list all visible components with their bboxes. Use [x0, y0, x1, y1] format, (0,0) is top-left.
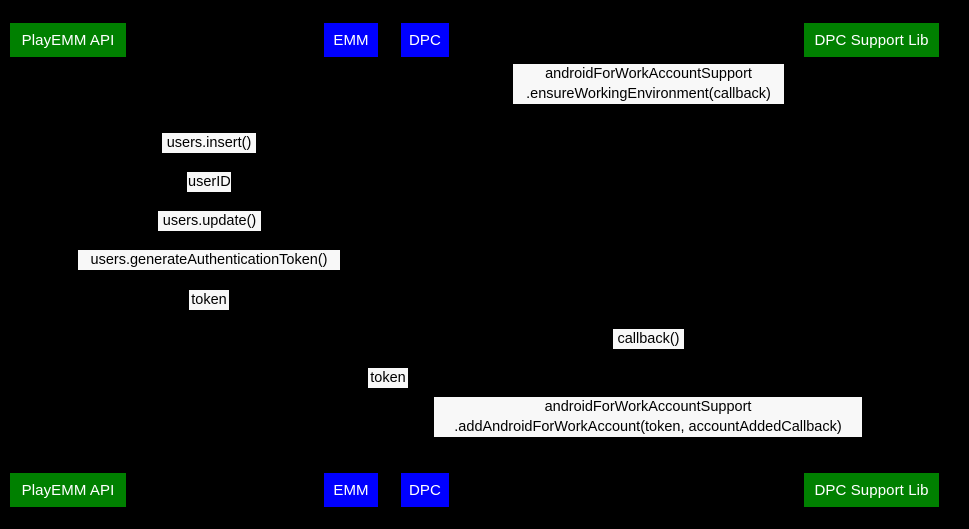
message-line: androidForWorkAccountSupport	[544, 399, 752, 415]
message-line: token	[370, 370, 406, 386]
participant-dpc[interactable]: DPC	[401, 23, 449, 57]
participant-label: DPC	[409, 481, 441, 499]
participant-emm[interactable]: EMM	[324, 23, 378, 57]
participant-label: DPC	[409, 31, 441, 49]
message-users-insert: users.insert()	[162, 133, 256, 153]
message-callback: callback()	[613, 329, 684, 349]
participant-label: DPC Support Lib	[814, 31, 929, 49]
participant-emm-bottom[interactable]: EMM	[324, 473, 378, 507]
lifeline-playemm-api	[68, 57, 69, 473]
participant-label: DPC Support Lib	[814, 481, 929, 499]
message-users-update: users.update()	[158, 211, 261, 231]
message-line: userID	[188, 174, 231, 190]
participant-label: PlayEMM API	[21, 31, 115, 49]
participant-dpc-support-lib-bottom[interactable]: DPC Support Lib	[804, 473, 939, 507]
message-line: callback()	[617, 331, 680, 347]
message-line: .addAndroidForWorkAccount(token, account…	[454, 419, 842, 435]
participant-dpc-support-lib[interactable]: DPC Support Lib	[804, 23, 939, 57]
message-ensure-working-environment: androidForWorkAccountSupport .ensureWorki…	[513, 64, 784, 104]
participant-playemm-api-bottom[interactable]: PlayEMM API	[10, 473, 126, 507]
message-line: token	[191, 292, 227, 308]
participant-label: EMM	[333, 31, 369, 49]
message-add-android-for-work-account: androidForWorkAccountSupport .addAndroidF…	[434, 397, 862, 437]
participant-label: PlayEMM API	[21, 481, 115, 499]
participant-label: EMM	[333, 481, 369, 499]
message-line: androidForWorkAccountSupport	[545, 66, 752, 82]
participant-playemm-api[interactable]: PlayEMM API	[10, 23, 126, 57]
message-line: users.generateAuthenticationToken()	[90, 252, 328, 268]
message-token-to-emm: token	[189, 290, 229, 310]
message-user-id: userID	[187, 172, 231, 192]
lifeline-emm	[351, 57, 352, 473]
message-line: .ensureWorkingEnvironment(callback)	[526, 86, 771, 102]
lifeline-dpc-support-lib	[871, 57, 872, 473]
message-token-to-dpc: token	[368, 368, 408, 388]
participant-dpc-bottom[interactable]: DPC	[401, 473, 449, 507]
message-generate-authentication-token: users.generateAuthenticationToken()	[78, 250, 340, 270]
lifeline-dpc	[425, 57, 426, 473]
message-line: users.insert()	[166, 135, 252, 151]
message-line: users.update()	[162, 213, 257, 229]
